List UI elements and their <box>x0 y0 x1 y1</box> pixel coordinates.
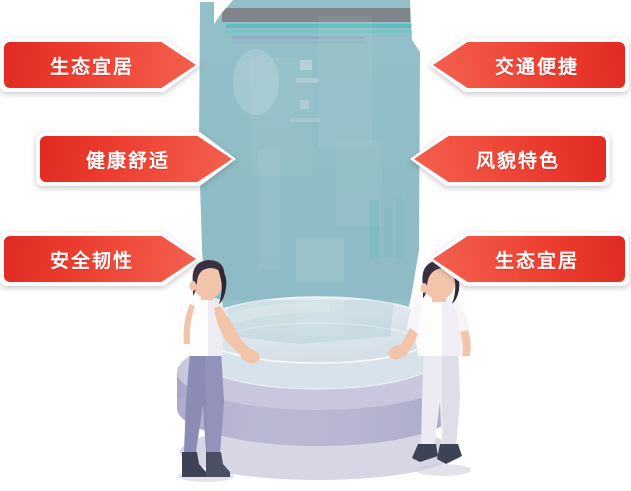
label-text: 生态宜居 <box>494 250 579 272</box>
person-left-hand <box>240 348 260 364</box>
label-style-features[interactable]: 风貌特色 <box>414 136 606 182</box>
label-chevron-fill <box>433 236 625 282</box>
pedestal-mid-face <box>177 334 459 410</box>
label-safe-resilient[interactable]: 安全韧性 <box>4 236 196 282</box>
pedestal <box>177 296 459 480</box>
label-text: 生态宜居 <box>49 56 134 78</box>
label-transport-convenient[interactable]: 交通便捷 <box>433 42 625 88</box>
person-right-top <box>415 298 463 356</box>
person-left <box>178 260 260 482</box>
person-right-arm-back <box>460 330 471 356</box>
label-text: 风貌特色 <box>475 150 560 172</box>
person-left-pants <box>184 352 224 452</box>
hologram-stripe-1 <box>226 24 412 28</box>
person-left-shoe-2 <box>206 452 230 477</box>
pedestal-glass-side <box>195 330 441 389</box>
label-text: 交通便捷 <box>494 56 579 78</box>
person-left-shoe-1 <box>182 452 206 477</box>
hologram-base-overlap <box>228 300 394 344</box>
label-healthy-comfortable[interactable]: 健康舒适 <box>40 136 232 182</box>
person-left-hair <box>192 260 225 296</box>
person-right-pants <box>421 350 460 448</box>
hologram-square <box>296 238 344 282</box>
pedestal-shadow <box>180 424 456 480</box>
pedestal-body <box>177 372 459 446</box>
pedestal-glass-top <box>195 297 441 363</box>
person-right-shoe-1 <box>412 444 438 462</box>
person-left-arm-front <box>214 306 252 358</box>
label-eco-livable-top-left[interactable]: 生态宜居 <box>4 42 196 88</box>
label-text: 安全韧性 <box>49 250 134 272</box>
person-left-top <box>188 297 224 356</box>
person-right <box>388 260 471 476</box>
person-right-arm-front <box>398 328 418 356</box>
label-eco-livable-bottom-right[interactable]: 生态宜居 <box>433 236 625 282</box>
hologram-glow <box>203 310 427 362</box>
pedestal-bottom-face <box>177 370 459 446</box>
person-right-shoe-2 <box>437 444 462 464</box>
hologram-stripe-2 <box>226 30 412 33</box>
hologram-top-band <box>222 8 410 22</box>
person-left-head <box>193 265 223 299</box>
label-chevron-fill <box>4 236 196 282</box>
hologram-stripe-4 <box>232 41 364 44</box>
person-left-arm-back <box>183 304 195 344</box>
person-right-hand <box>388 344 408 360</box>
label-chevron-fill <box>4 42 196 88</box>
label-chevron-fill <box>433 42 625 88</box>
hologram-stripe-3 <box>232 36 364 39</box>
label-text: 健康舒适 <box>85 150 170 172</box>
hologram-blob <box>233 49 279 115</box>
label-chevron-fill <box>414 136 606 182</box>
